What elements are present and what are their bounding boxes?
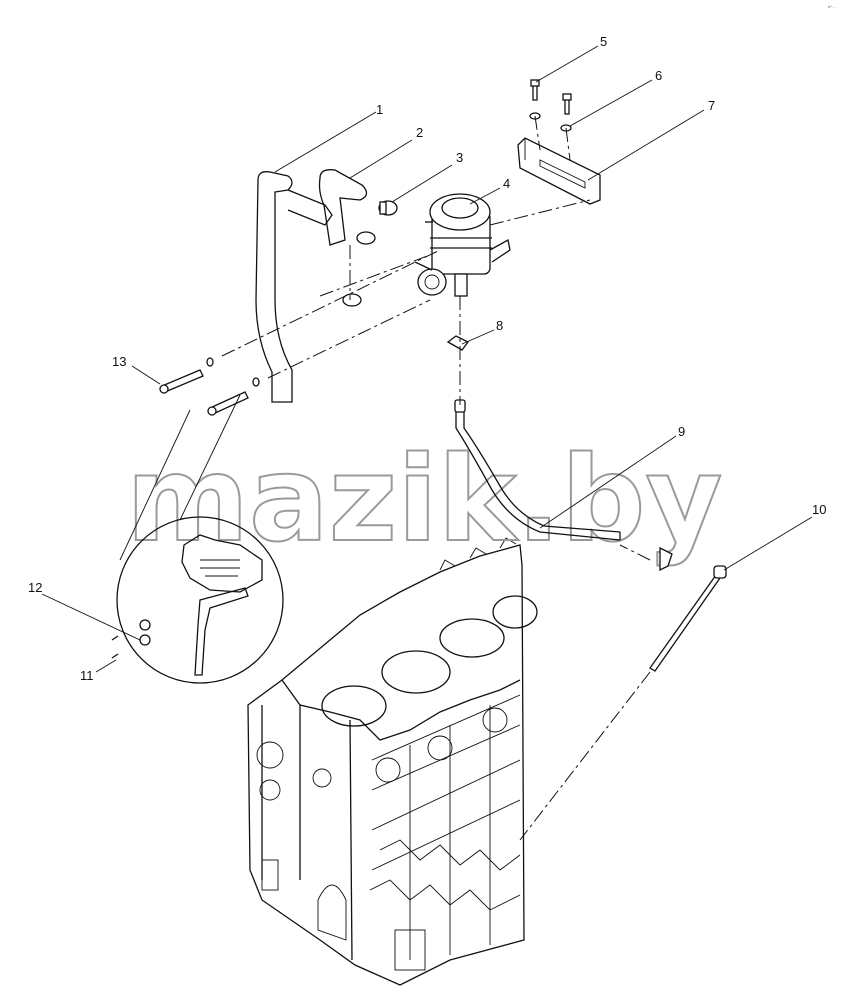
watermark: mazik.by [126,430,722,568]
callout-7: 7 [708,98,715,113]
clamp-3b [356,231,376,245]
engine-block [247,537,538,986]
callout-6: 6 [655,68,662,83]
hose-2 [318,169,368,246]
callout-4: 4 [503,176,510,191]
clip-8 [446,335,469,351]
oil-separator-4 [414,193,511,297]
callout-13: 13 [112,354,126,369]
bolt-13 [159,357,260,416]
callout-1: 1 [376,102,383,117]
callout-labels: 1 2 3 4 5 6 7 8 9 10 11 12 13 [28,34,826,683]
clamp-3 [378,200,398,216]
rod-10 [649,565,727,672]
clamp-lower [342,293,362,307]
callout-2: 2 [416,125,423,140]
detail-view [111,394,284,684]
callout-12: 12 [28,580,42,595]
callout-9: 9 [678,424,685,439]
bolt-5 [529,79,541,120]
hose-1 [255,171,333,403]
bolt-6 [560,93,572,132]
leader-lines [41,45,813,673]
corner-code: #^ ... [828,4,837,9]
bracket-7 [517,137,601,205]
callout-10: 10 [812,502,826,517]
callout-5: 5 [600,34,607,49]
assembly-lines [221,115,651,841]
callout-8: 8 [496,318,503,333]
callout-3: 3 [456,150,463,165]
callout-11: 11 [80,668,94,683]
